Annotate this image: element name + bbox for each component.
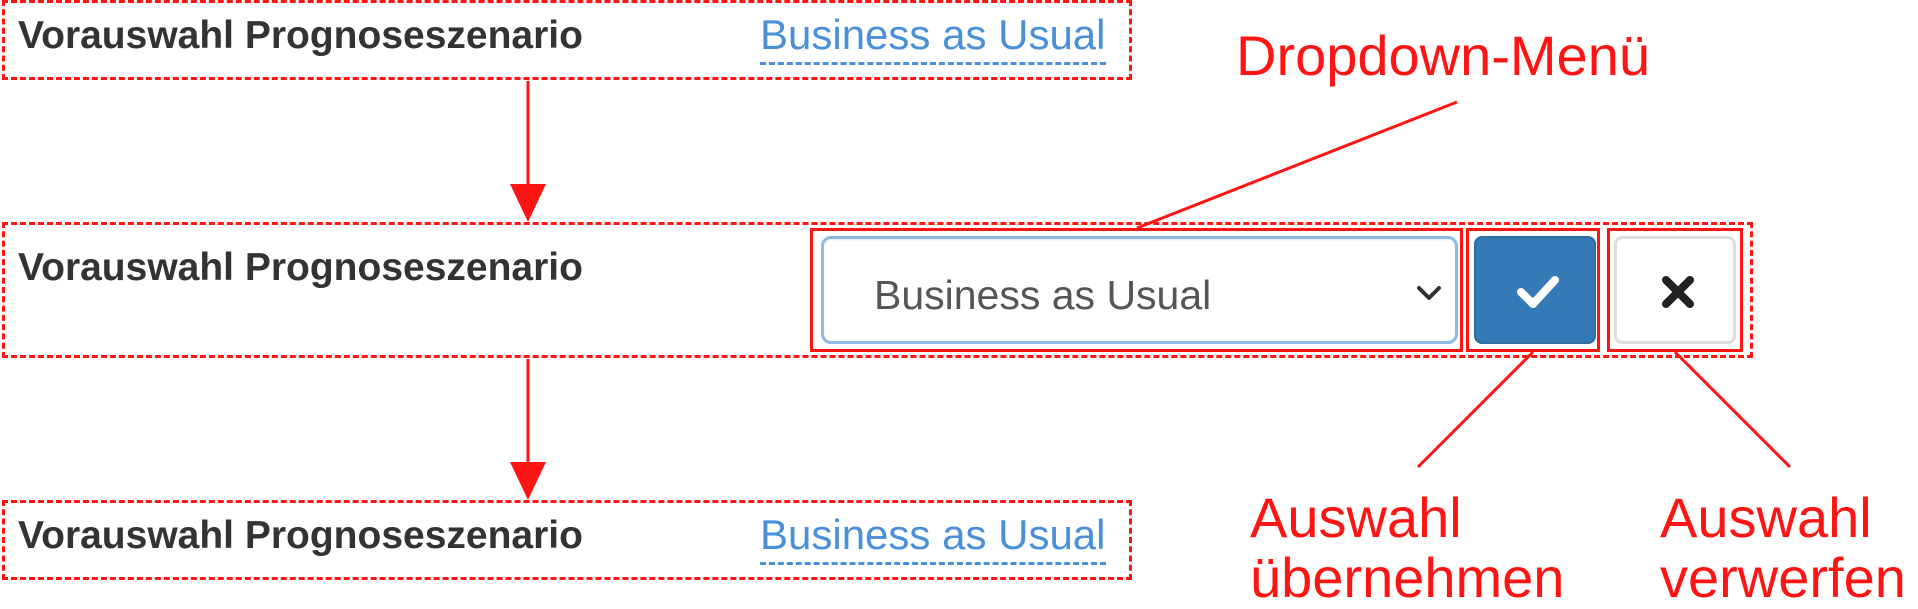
check-icon [1516,272,1560,312]
field-value-link[interactable]: Business as Usual [760,514,1106,565]
leader-line-cancel [1673,350,1792,469]
annotation-accept-selection: Auswahl übernehmen [1250,486,1565,609]
flow-arrow-head [510,184,546,222]
cancel-highlight-frame [1607,228,1743,352]
field-label: Vorauswahl Prognoseszenario [18,514,583,557]
field-label: Vorauswahl Prognoseszenario [18,14,583,57]
confirm-highlight-frame [1466,228,1600,352]
flow-arrow-head [510,462,546,500]
state-display-final [2,500,1132,580]
state-edit [2,222,1753,358]
chevron-down-icon [1414,281,1444,305]
dropdown-highlight-frame [810,228,1463,352]
scenario-select[interactable]: Business as Usual [821,236,1458,344]
leader-line-dropdown [1136,100,1458,230]
field-label: Vorauswahl Prognoseszenario [18,246,583,289]
annotation-discard-line1: Auswahl [1660,486,1872,549]
close-icon [1659,273,1697,311]
scenario-select-value: Business as Usual [874,272,1212,318]
annotation-accept-line2: übernehmen [1250,546,1565,609]
annotation-discard-line2: verwerfen [1660,546,1906,609]
annotation-accept-line1: Auswahl [1250,486,1462,549]
annotation-discard-selection: Auswahl verwerfen [1660,486,1906,609]
annotation-dropdown-menu: Dropdown-Menü [1236,24,1650,87]
cancel-button[interactable] [1614,236,1736,344]
confirm-button[interactable] [1474,236,1596,344]
state-display-initial [2,0,1132,80]
leader-line-confirm [1416,350,1535,469]
field-value-link[interactable]: Business as Usual [760,14,1106,65]
